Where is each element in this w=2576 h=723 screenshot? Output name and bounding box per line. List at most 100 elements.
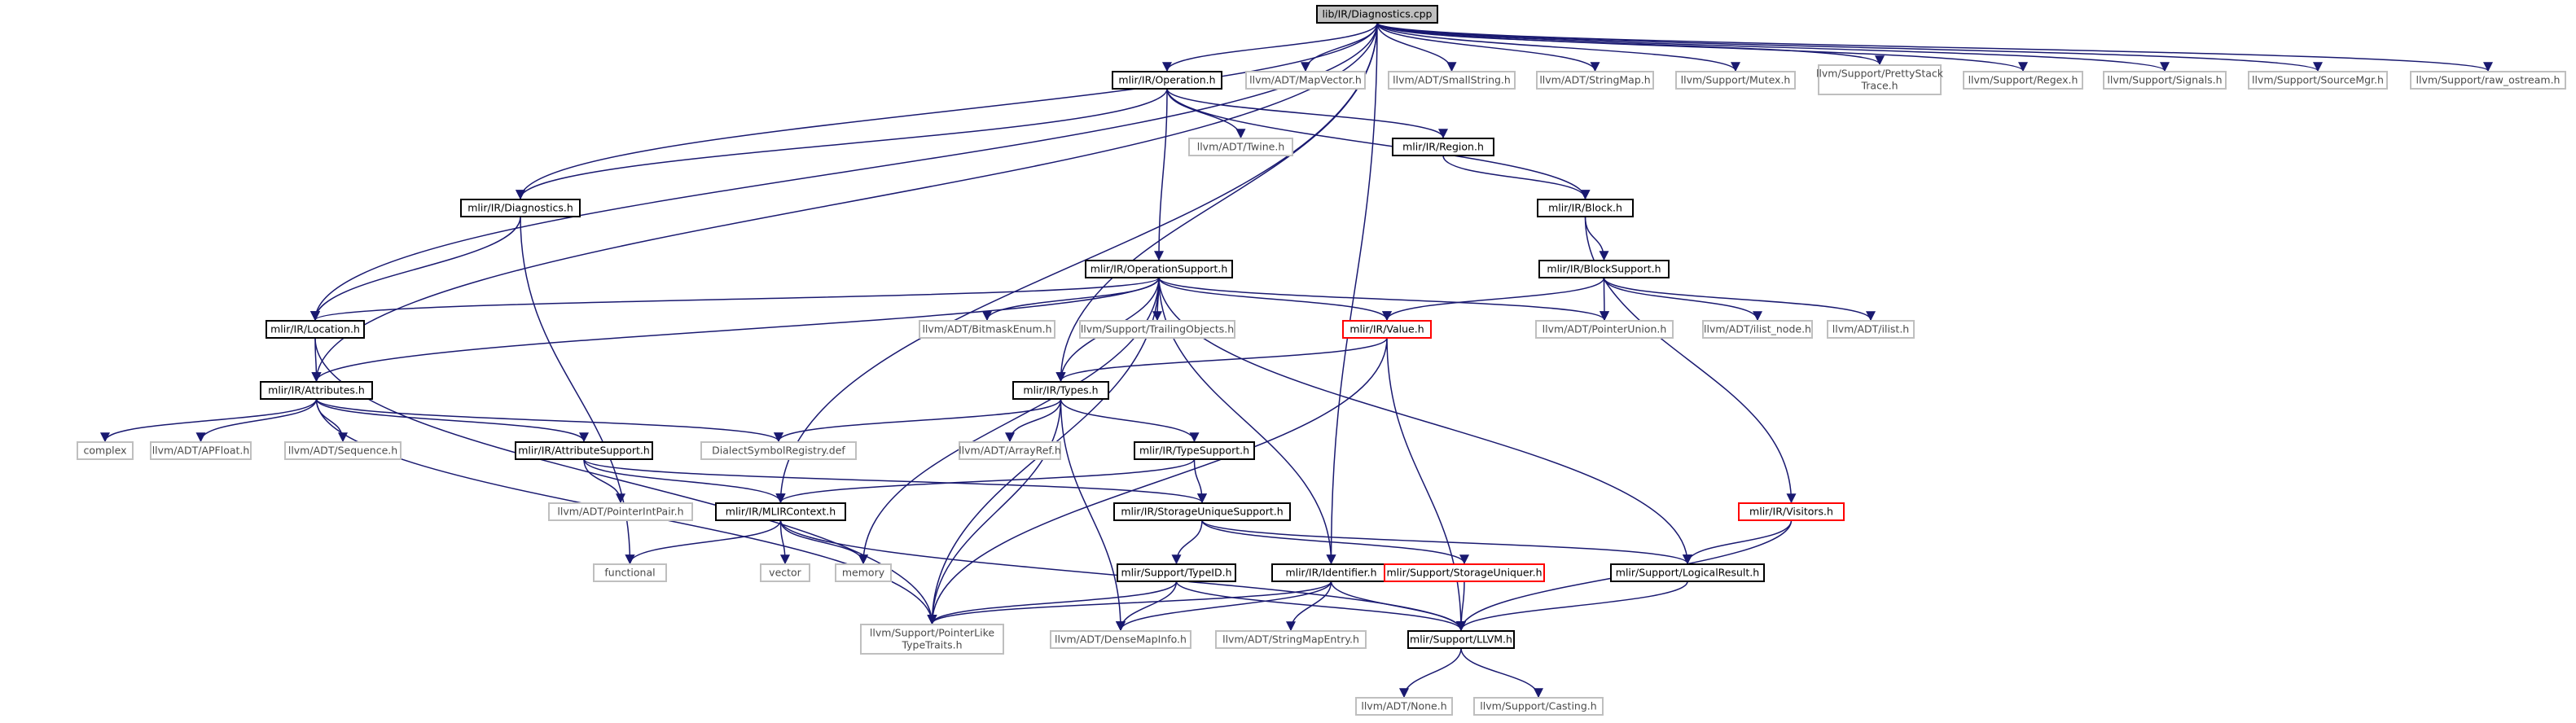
node-box bbox=[959, 441, 1061, 460]
node-label: functional bbox=[604, 567, 655, 579]
node-label: mlir/IR/MLIRContext.h bbox=[726, 506, 836, 518]
node-label: mlir/IR/Diagnostics.h bbox=[467, 202, 573, 214]
node-label: DialectSymbolRegistry.def bbox=[712, 445, 845, 457]
node-attributes[interactable]: mlir/IR/Attributes.h bbox=[260, 381, 373, 400]
edge-typeid-to-llvm_h bbox=[1175, 581, 1466, 632]
node-box bbox=[1610, 563, 1765, 582]
node-label: llvm/Support/Mutex.h bbox=[1681, 74, 1791, 86]
node-label: mlir/IR/OperationSupport.h bbox=[1091, 263, 1228, 275]
node-box bbox=[150, 441, 252, 460]
node-types[interactable]: mlir/IR/Types.h bbox=[1012, 381, 1109, 400]
node-label: vector bbox=[769, 567, 802, 579]
node-vector: vector bbox=[760, 563, 810, 582]
node-box bbox=[1537, 199, 1634, 217]
edge-visitors-to-logicalresult bbox=[1683, 519, 1793, 565]
node-mlircontext[interactable]: mlir/IR/MLIRContext.h bbox=[715, 502, 846, 521]
node-storageuniquer[interactable]: mlir/Support/StorageUniquer.h bbox=[1384, 563, 1545, 582]
node-mutex: llvm/Support/Mutex.h bbox=[1675, 71, 1796, 90]
node-label: llvm/Support/Signals.h bbox=[2107, 74, 2222, 86]
edge-mlircontext-to-vector bbox=[779, 519, 790, 565]
node-label: memory bbox=[842, 567, 885, 579]
node-box bbox=[1188, 138, 1293, 156]
node-functional: functional bbox=[593, 563, 667, 582]
node-identifier[interactable]: mlir/IR/Identifier.h bbox=[1271, 563, 1391, 582]
node-visitors[interactable]: mlir/IR/Visitors.h bbox=[1738, 502, 1845, 521]
node-box bbox=[284, 441, 402, 460]
node-label: llvm/Support/PointerLike bbox=[870, 627, 994, 639]
node-box bbox=[1818, 64, 1942, 95]
edge-blocksupport-to-ilist_node bbox=[1603, 277, 1762, 322]
edge-blocksupport-to-value bbox=[1382, 277, 1605, 322]
dependency-edges bbox=[100, 22, 2493, 699]
node-label: llvm/ADT/ArrayRef.h bbox=[959, 445, 1061, 457]
node-diag-h[interactable]: mlir/IR/Diagnostics.h bbox=[460, 199, 581, 217]
node-label: llvm/Support/PrettyStack bbox=[1816, 68, 1944, 80]
edge-op_h-to-region bbox=[1166, 88, 1448, 139]
edge-diag_cpp-to-diag_h bbox=[516, 22, 1378, 200]
node-label: mlir/IR/Visitors.h bbox=[1749, 506, 1833, 518]
edge-diag_h-to-location bbox=[310, 216, 521, 322]
node-value[interactable]: mlir/IR/Value.h bbox=[1342, 320, 1432, 339]
node-box bbox=[2410, 71, 2566, 90]
node-label: llvm/Support/raw_ostream.h bbox=[2416, 74, 2561, 86]
node-diag-cpp[interactable]: lib/IR/Diagnostics.cpp bbox=[1316, 5, 1438, 24]
edge-llvm_h-to-casting bbox=[1460, 647, 1543, 699]
node-storagesupport[interactable]: mlir/IR/StorageUniqueSupport.h bbox=[1113, 502, 1291, 521]
node-opsupport[interactable]: mlir/IR/OperationSupport.h bbox=[1085, 260, 1233, 278]
edge-attrsupport-to-mlircontext bbox=[583, 458, 786, 504]
node-box bbox=[1407, 630, 1515, 649]
node-bitmask: llvm/ADT/BitmaskEnum.h bbox=[919, 320, 1055, 339]
node-stringmap: llvm/ADT/StringMap.h bbox=[1536, 71, 1654, 90]
node-llvm-h[interactable]: mlir/Support/LLVM.h bbox=[1407, 630, 1515, 649]
edge-diag_cpp-to-signals bbox=[1376, 22, 2170, 72]
node-box bbox=[1117, 563, 1236, 582]
node-dialectsym: DialectSymbolRegistry.def bbox=[700, 441, 857, 460]
node-label: mlir/IR/Location.h bbox=[270, 323, 360, 335]
edge-block-to-visitors bbox=[1584, 216, 1797, 504]
node-logicalresult[interactable]: mlir/Support/LogicalResult.h bbox=[1610, 563, 1765, 582]
node-casting: llvm/Support/Casting.h bbox=[1473, 697, 1604, 716]
node-label: llvm/ADT/SmallString.h bbox=[1393, 74, 1511, 86]
node-pointerunion: llvm/ADT/PointerUnion.h bbox=[1535, 320, 1674, 339]
edge-attrsupport-to-storagesupport bbox=[583, 458, 1207, 504]
node-box bbox=[1473, 697, 1604, 716]
node-box bbox=[1112, 71, 1222, 90]
edge-value-to-llvm_h bbox=[1386, 337, 1466, 632]
node-box bbox=[1963, 71, 2083, 90]
node-op-h[interactable]: mlir/IR/Operation.h bbox=[1112, 71, 1222, 90]
node-typeid[interactable]: mlir/Support/TypeID.h bbox=[1117, 563, 1236, 582]
edge-types-to-dialectsym bbox=[774, 398, 1062, 443]
node-box bbox=[1085, 260, 1233, 278]
edge-region-to-block bbox=[1442, 155, 1591, 200]
node-stringmapentry: llvm/ADT/StringMapEntry.h bbox=[1215, 630, 1367, 649]
node-memory: memory bbox=[835, 563, 892, 582]
node-box bbox=[1536, 71, 1654, 90]
node-label: llvm/ADT/MapVector.h bbox=[1249, 74, 1362, 86]
node-box bbox=[1050, 630, 1191, 649]
node-label: llvm/ADT/Twine.h bbox=[1197, 141, 1285, 153]
node-ilist: llvm/ADT/ilist.h bbox=[1827, 320, 1915, 339]
edge-storagesupport-to-typeid bbox=[1171, 519, 1203, 565]
node-box bbox=[1535, 320, 1674, 339]
edge-opsupport-to-value bbox=[1158, 277, 1392, 322]
node-typesupport[interactable]: mlir/IR/TypeSupport.h bbox=[1134, 441, 1255, 460]
node-location[interactable]: mlir/IR/Location.h bbox=[265, 320, 365, 339]
node-box bbox=[1245, 71, 1366, 90]
node-block[interactable]: mlir/IR/Block.h bbox=[1537, 199, 1634, 217]
edge-logicalresult-to-llvm_h bbox=[1456, 581, 1688, 632]
node-box bbox=[1079, 320, 1235, 339]
node-region[interactable]: mlir/IR/Region.h bbox=[1392, 138, 1494, 156]
node-smallstring: llvm/ADT/SmallString.h bbox=[1388, 71, 1516, 90]
edge-types-to-densemapinfo bbox=[1060, 398, 1126, 632]
node-box bbox=[77, 441, 134, 460]
node-blocksupport[interactable]: mlir/IR/BlockSupport.h bbox=[1538, 260, 1670, 278]
node-label: mlir/Support/StorageUniquer.h bbox=[1387, 567, 1543, 579]
edge-attributes-to-attrsupport bbox=[315, 398, 589, 443]
edge-attributes-to-dialectsym bbox=[315, 398, 783, 443]
node-attrsupport[interactable]: mlir/IR/AttributeSupport.h bbox=[515, 441, 653, 460]
node-box bbox=[1316, 5, 1438, 24]
node-label: mlir/IR/Region.h bbox=[1402, 141, 1484, 153]
edge-identifier-to-ptrlike bbox=[927, 581, 1332, 625]
